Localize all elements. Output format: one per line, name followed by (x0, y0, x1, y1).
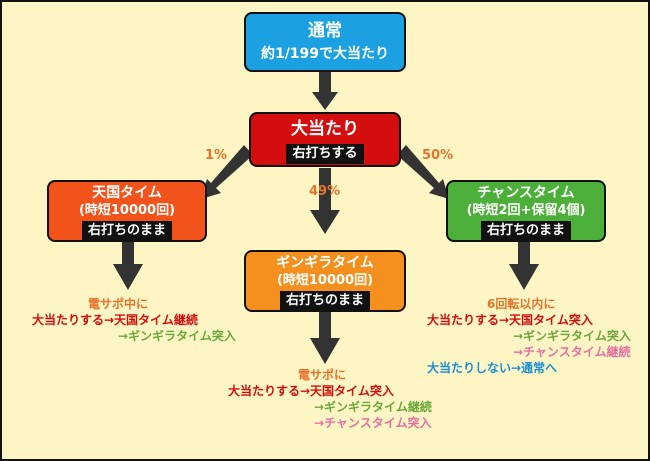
jackpot-box: 大当たり 右打ちする (249, 112, 401, 167)
chance-title: チャンスタイム (477, 185, 575, 201)
arrow-hit-to-tengoku (201, 145, 253, 199)
chance-tag: 右打ちのまま (480, 221, 571, 241)
gingira-note-4: →チャンスタイム突入 (314, 416, 432, 430)
arrow-normal-to-hit (312, 72, 338, 110)
chance-note-4: →チャンスタイム継続 (513, 345, 631, 359)
arrow-tengoku-down (113, 242, 143, 290)
tengoku-note-1: 電サポ中に (88, 297, 149, 311)
arrow-hit-to-chance (397, 145, 449, 199)
arrow-chance-down (509, 242, 539, 290)
chance-note-3: →ギンギラタイム突入 (513, 329, 631, 343)
tengoku-note-3: →ギンギラタイム突入 (118, 329, 236, 343)
gingira-notes: 電サポに 大当たりする→天国タイム突入 →ギンギラタイム継続 →チャンスタイム突… (228, 367, 432, 431)
gingira-percent: 49% (309, 184, 341, 199)
tengoku-subtitle: (時短10000回) (78, 203, 176, 218)
chance-subtitle: (時短2回+保留4個) (466, 203, 586, 218)
gingira-note-1: 電サポに (298, 368, 347, 382)
normal-state-box: 通常 約1/199で大当たり (244, 12, 406, 72)
tengoku-title: 天国タイム (92, 185, 162, 201)
jackpot-title: 大当たり (291, 119, 359, 139)
gingira-subtitle: (時短10000回) (276, 273, 374, 288)
jackpot-tag: 右打ちする (286, 144, 364, 164)
tengoku-time-box: 天国タイム (時短10000回) 右打ちのまま (47, 180, 207, 242)
chance-note-1: 6回転以内に (487, 297, 556, 311)
chance-time-box: チャンスタイム (時短2回+保留4個) 右打ちのまま (446, 180, 606, 242)
chance-note-2: 大当たりする→天国タイム突入 (427, 313, 593, 327)
arrow-hit-to-gingira (310, 168, 340, 234)
tengoku-notes: 電サポ中に 大当たりする→天国タイム継続 →ギンギラタイム突入 (32, 296, 236, 344)
tengoku-note-2: 大当たりする→天国タイム継続 (32, 313, 198, 327)
gingira-time-box: ギンギラタイム (時短10000回) 右打ちのまま (244, 250, 406, 312)
gingira-note-2: 大当たりする→天国タイム突入 (228, 384, 394, 398)
tengoku-tag: 右打ちのまま (81, 221, 172, 241)
normal-title: 通常 (308, 21, 342, 41)
chance-note-5: 大当たりしない→通常へ (427, 361, 558, 375)
chance-percent: 50% (422, 148, 454, 163)
gingira-note-3: →ギンギラタイム継続 (314, 400, 432, 414)
tengoku-percent: 1% (205, 148, 228, 163)
gingira-title: ギンギラタイム (276, 255, 374, 271)
normal-subtitle: 約1/199で大当たり (260, 46, 390, 62)
gingira-tag: 右打ちのまま (279, 291, 370, 311)
chance-notes: 6回転以内に 大当たりする→天国タイム突入 →ギンギラタイム突入 →チャンスタイ… (427, 296, 631, 376)
arrow-gingira-down (310, 312, 340, 364)
